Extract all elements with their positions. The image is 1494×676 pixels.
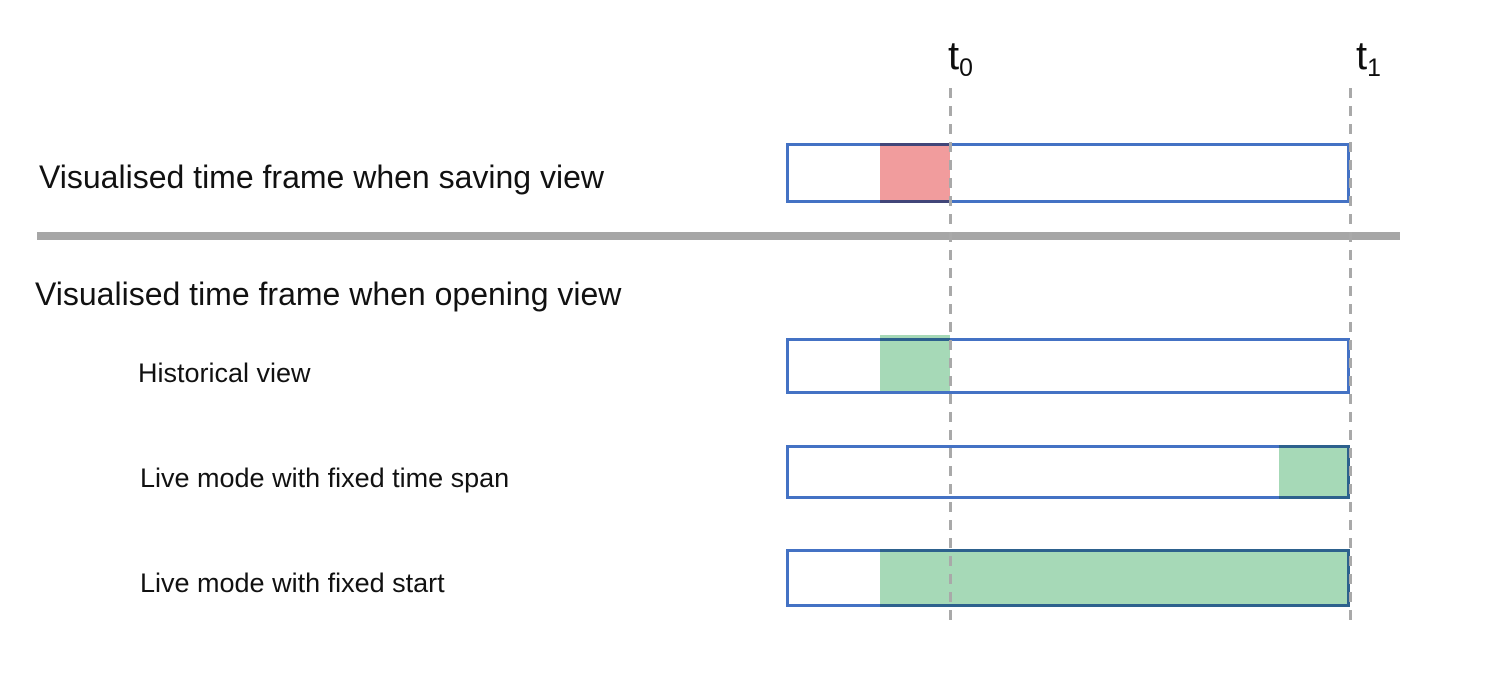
live-fixed-start-segment <box>880 549 1350 607</box>
timeframe-bar-historical-view <box>786 335 1350 394</box>
row-label-historical-view: Historical view <box>138 358 311 388</box>
t0-base: t <box>948 34 960 78</box>
section-divider <box>37 232 1400 240</box>
live-fixed-span-segment <box>1279 445 1350 499</box>
t1-subscript: 1 <box>1367 54 1381 82</box>
t1-base: t <box>1356 34 1368 78</box>
t1-dashed-line <box>1349 88 1352 625</box>
t0-label: t0 <box>948 34 973 81</box>
saved-range-segment <box>880 143 950 203</box>
timeframe-bar-live-fixed-time-span <box>786 445 1350 499</box>
t1-label: t1 <box>1356 34 1381 81</box>
row-label-live-fixed-start: Live mode with fixed start <box>140 568 445 598</box>
timeframe-bar-live-fixed-start <box>786 549 1350 607</box>
section-label-saving: Visualised time frame when saving view <box>39 159 604 195</box>
row-label-live-fixed-time-span: Live mode with fixed time span <box>140 463 510 493</box>
historical-range-segment <box>880 335 950 391</box>
section-label-opening: Visualised time frame when opening view <box>35 276 622 312</box>
t0-subscript: 0 <box>959 54 973 82</box>
t0-dashed-line <box>949 88 952 625</box>
timeframe-bar-saving <box>786 143 1350 203</box>
